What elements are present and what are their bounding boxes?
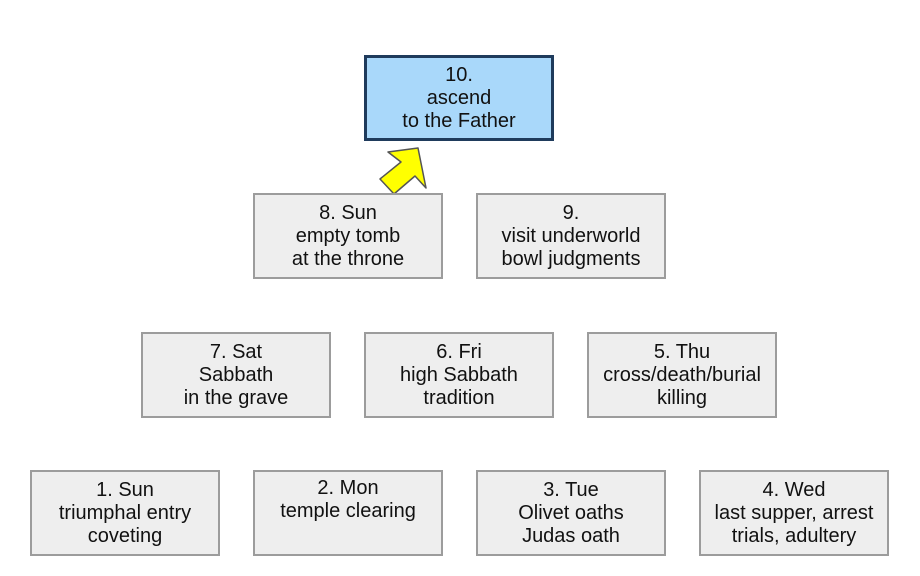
box-10-line-1: 10. (445, 63, 473, 86)
box-8-line-1: 8. Sun (319, 201, 377, 224)
up-right-arrow-icon (379, 147, 427, 195)
box-8-line-2: empty tomb (295, 224, 401, 247)
box-1-sun: 1. Sun triumphal entry coveting (30, 470, 220, 556)
box-5-thu: 5. Thu cross/death/burial killing (587, 332, 777, 418)
box-9: 9. visit underworld bowl judgments (476, 193, 666, 279)
box-6-fri: 6. Fri high Sabbath tradition (364, 332, 554, 418)
box-5-line-1: 5. Thu (653, 340, 711, 363)
box-8-sun: 8. Sun empty tomb at the throne (253, 193, 443, 279)
box-7-line-1: 7. Sat (209, 340, 263, 363)
box-6-line-3: tradition (423, 386, 495, 409)
box-7-line-2: Sabbath (198, 363, 274, 386)
box-2-mon: 2. Mon temple clearing (253, 470, 443, 556)
box-4-line-2: last supper, arrest (714, 501, 874, 524)
box-1-line-1: 1. Sun (96, 478, 154, 501)
box-7-line-3: in the grave (183, 386, 289, 409)
box-2-line-2: temple clearing (280, 500, 416, 522)
box-9-line-1: 9. (562, 201, 580, 224)
box-10-line-2: ascend (426, 86, 492, 109)
box-10-ascend: 10. ascend to the Father (364, 55, 554, 141)
box-3-line-2: Olivet oaths (518, 501, 624, 524)
box-8-line-3: at the throne (291, 247, 405, 270)
box-9-line-3: bowl judgments (501, 247, 641, 270)
box-7-sat: 7. Sat Sabbath in the grave (141, 332, 331, 418)
box-5-line-2: cross/death/burial (603, 363, 761, 386)
box-10-line-3: to the Father (402, 109, 516, 132)
box-5-line-3: killing (656, 386, 708, 409)
box-4-line-3: trials, adultery (731, 524, 857, 547)
box-3-line-3: Judas oath (522, 524, 620, 547)
box-3-line-1: 3. Tue (543, 478, 599, 501)
box-2-line-1: 2. Mon (317, 477, 379, 499)
box-9-line-2: visit underworld (501, 224, 641, 247)
box-4-wed: 4. Wed last supper, arrest trials, adult… (699, 470, 889, 556)
box-6-line-1: 6. Fri (436, 340, 482, 363)
box-6-line-2: high Sabbath (400, 363, 518, 386)
box-1-line-2: triumphal entry (58, 501, 192, 524)
box-1-line-3: coveting (87, 524, 163, 547)
box-4-line-1: 4. Wed (762, 478, 826, 501)
box-3-tue: 3. Tue Olivet oaths Judas oath (476, 470, 666, 556)
